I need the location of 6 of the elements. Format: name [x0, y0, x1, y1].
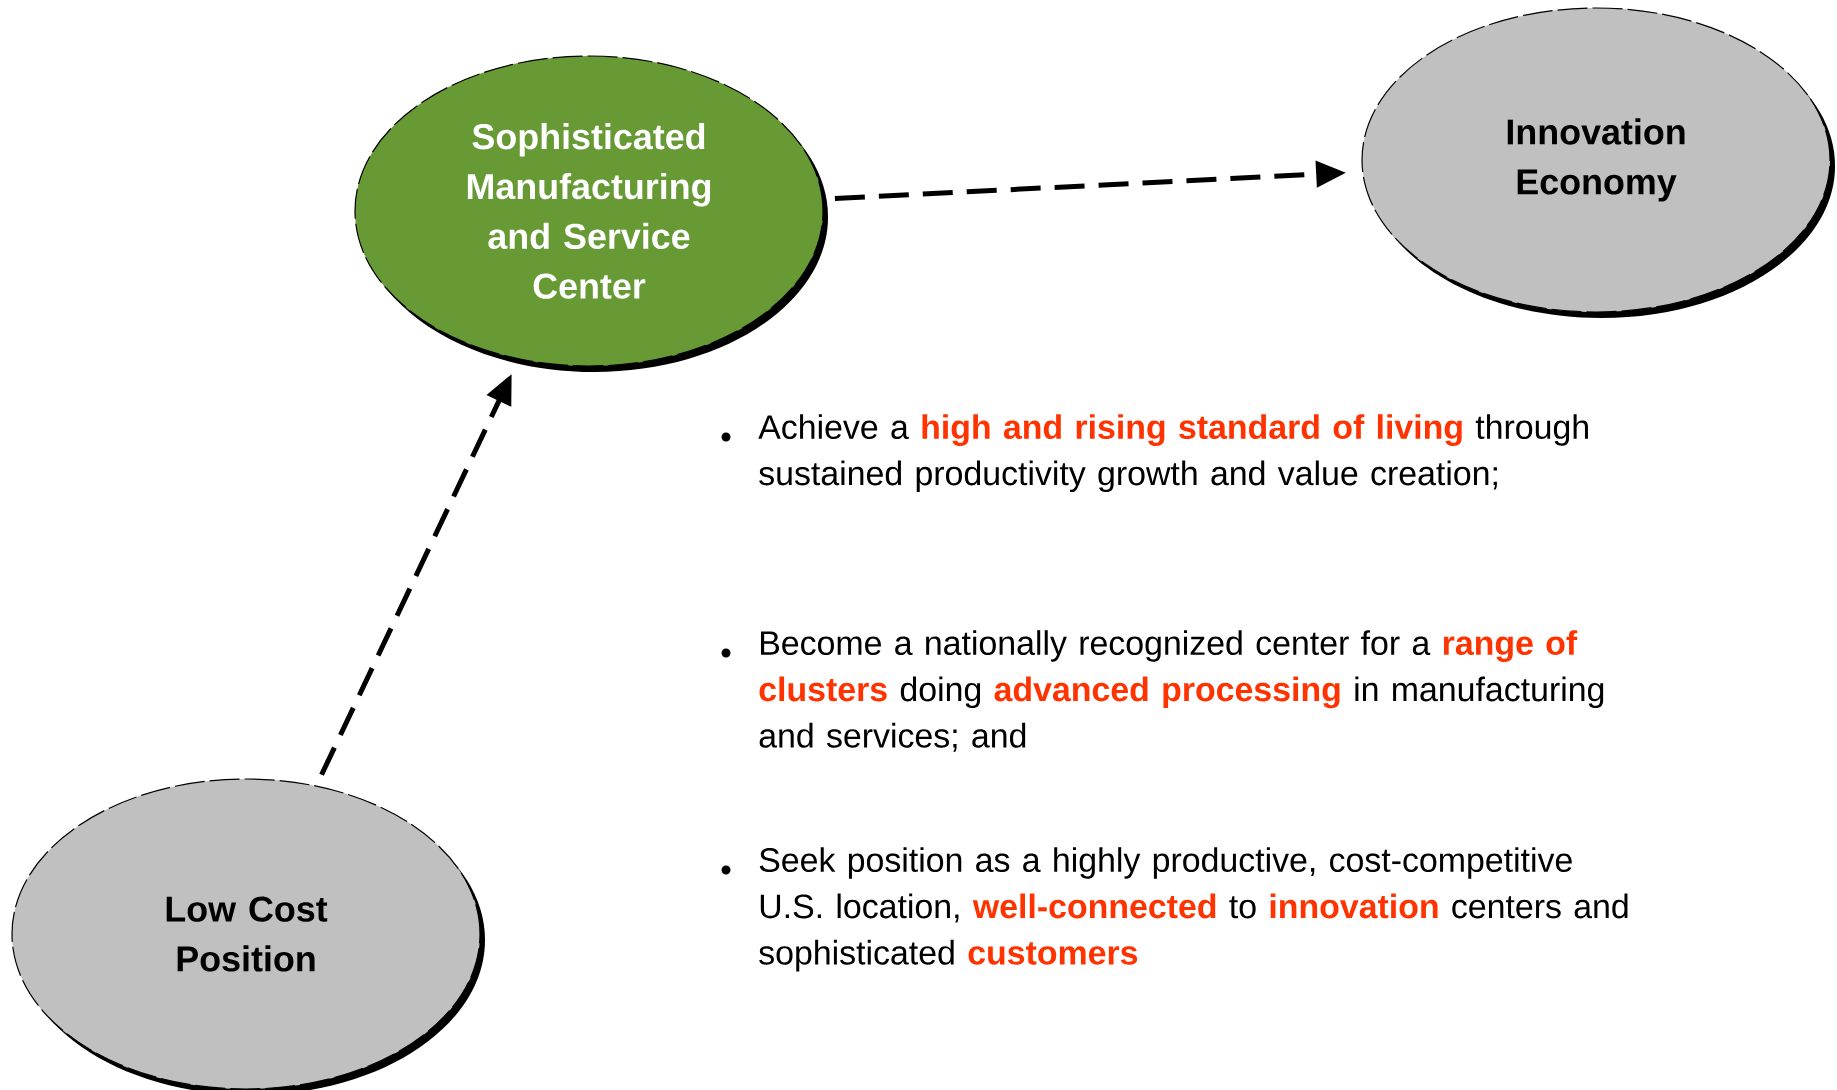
- ellipse-node: Innovation Economy: [1361, 7, 1835, 318]
- bullet-point: Seek position as a highly productive, cost-competitive U.S. location, well-connected to innovation centers and sophisticated customers: [759, 847, 1628, 972]
- bullet-point: Achieve a high and rising standard of living through sustained productivity growth and value creation;: [758, 414, 1588, 493]
- ellipse-node: Low Cost Position: [11, 778, 485, 1090]
- ellipse-node: Sophisticated Manufacturing and Service Center: [354, 55, 828, 372]
- bullet-point: Become a nationally recognized center for a range of clusters doing advanced processing in manufacturing and services; and: [759, 630, 1604, 752]
